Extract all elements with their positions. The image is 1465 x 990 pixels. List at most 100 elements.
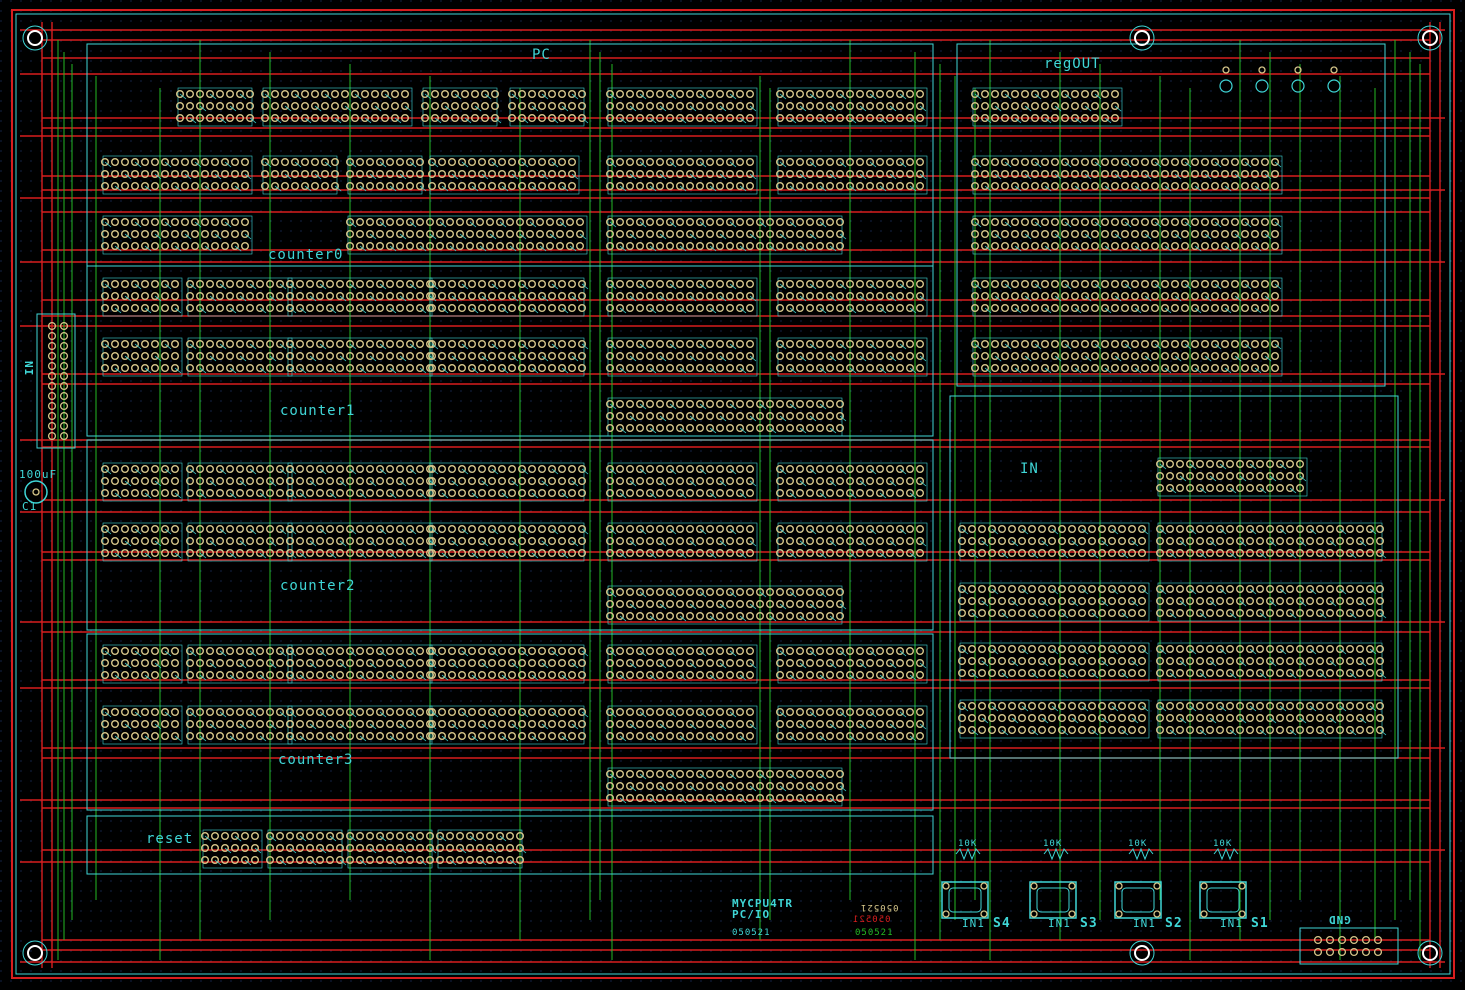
ic-pad-cluster — [606, 87, 758, 127]
pad — [205, 113, 214, 122]
pad — [478, 169, 487, 178]
pad — [160, 217, 169, 226]
pad — [636, 113, 645, 122]
pad — [916, 169, 925, 178]
pin-mark — [1134, 185, 1142, 192]
pin-mark — [869, 93, 877, 100]
pad — [806, 157, 815, 166]
pin-mark — [409, 161, 417, 168]
pad — [396, 217, 405, 226]
reset-outline — [86, 815, 934, 875]
pin-mark — [561, 105, 569, 112]
pad — [906, 157, 915, 166]
pad — [578, 89, 587, 98]
pad — [1090, 101, 1099, 110]
pad — [110, 241, 119, 250]
pad — [160, 229, 169, 238]
pad — [291, 169, 300, 178]
pad — [366, 217, 375, 226]
pad — [130, 157, 139, 166]
pin-mark — [234, 245, 242, 252]
pad — [200, 169, 209, 178]
pad — [518, 113, 527, 122]
pad — [746, 113, 755, 122]
pad — [220, 229, 229, 238]
pin-mark — [199, 105, 207, 112]
pad — [100, 169, 109, 178]
pad — [1110, 181, 1119, 190]
pin-mark — [639, 93, 647, 100]
pad — [568, 181, 577, 190]
switch-s1-net: IN1 — [1220, 917, 1243, 930]
pin-mark — [1014, 185, 1022, 192]
pin-mark — [531, 185, 539, 192]
ic-pad-cluster-body — [102, 215, 253, 255]
pin-mark — [1024, 173, 1032, 180]
pin-mark — [134, 161, 142, 168]
pad — [421, 89, 430, 98]
pad — [1120, 157, 1129, 166]
pad — [210, 241, 219, 250]
pad — [376, 217, 385, 226]
pad — [311, 169, 320, 178]
pad — [696, 181, 705, 190]
pad — [508, 89, 517, 98]
pad — [416, 169, 425, 178]
pin-mark — [1204, 173, 1212, 180]
pad — [1070, 113, 1079, 122]
pad — [746, 169, 755, 178]
pad — [776, 101, 785, 110]
pin-mark — [124, 173, 132, 180]
pin-mark — [359, 185, 367, 192]
pad — [1040, 169, 1049, 178]
pad — [1190, 181, 1199, 190]
pad — [140, 217, 149, 226]
pin-mark — [501, 185, 509, 192]
pad — [240, 229, 249, 238]
pad — [190, 229, 199, 238]
pad — [351, 89, 360, 98]
pad — [458, 169, 467, 178]
pin-mark — [354, 93, 362, 100]
pin-mark — [1184, 161, 1192, 168]
pin-mark — [1234, 173, 1242, 180]
pad — [1210, 181, 1219, 190]
pin-mark — [134, 221, 142, 228]
pad — [626, 101, 635, 110]
pin-mark — [344, 105, 352, 112]
pad — [361, 113, 370, 122]
pad — [1021, 169, 1030, 178]
pad — [706, 113, 715, 122]
pad — [971, 101, 980, 110]
pad — [271, 89, 280, 98]
pad — [130, 217, 139, 226]
pad — [240, 241, 249, 250]
pad — [1240, 157, 1249, 166]
pad — [558, 181, 567, 190]
pad — [906, 181, 915, 190]
pad — [100, 217, 109, 226]
pad — [606, 157, 615, 166]
pad — [636, 157, 645, 166]
pad — [458, 181, 467, 190]
pin-mark — [214, 233, 222, 240]
pad — [686, 169, 695, 178]
pad — [331, 113, 340, 122]
pad — [1160, 157, 1169, 166]
pin-mark — [719, 173, 727, 180]
pad — [426, 217, 435, 226]
pad — [676, 181, 685, 190]
pad — [1070, 89, 1079, 98]
pin-mark — [1054, 173, 1062, 180]
pad — [626, 181, 635, 190]
pad — [876, 113, 885, 122]
ic-pad-cluster — [421, 87, 502, 127]
pad — [210, 157, 219, 166]
pad — [1220, 157, 1229, 166]
pad — [200, 241, 209, 250]
pin-mark — [659, 173, 667, 180]
pad — [448, 169, 457, 178]
pad — [776, 169, 785, 178]
pad — [311, 113, 320, 122]
pin-mark — [1174, 173, 1182, 180]
